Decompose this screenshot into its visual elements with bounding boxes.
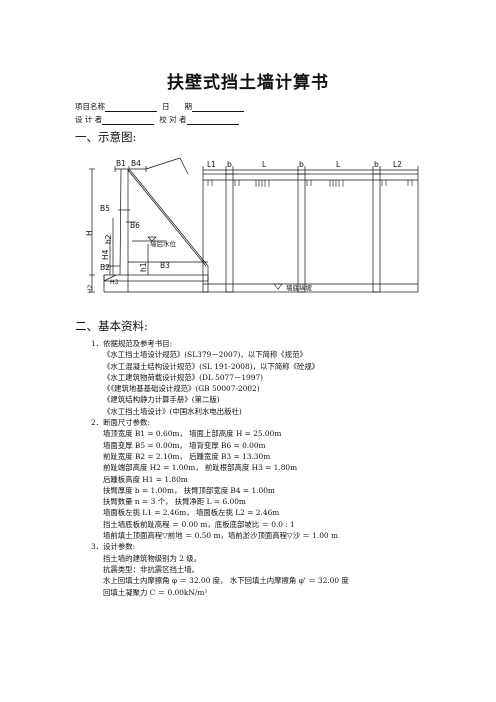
label-h2: h2 [104,234,113,244]
content-line: 挡土墙底板前趾高程 ＝ 0.00 m，底板底部坡比 ＝ 0.0 : 1 [103,519,295,529]
label-l1: L1 [207,160,216,169]
label-h: H [85,230,94,236]
content-line: 扶臂厚度 b = 1.00m， 扶臂顶部宽度 B4 = 1.00m [103,485,275,495]
label-b1: B1 [116,159,126,168]
plan-hatching [207,180,413,187]
label-b-1: b [227,160,232,169]
page-title: 扶壁式挡土墙计算书 [167,73,329,93]
content-line: 前趾宽度 B2 = 2.10m， 后踵宽度 B3 = 13.30m [103,451,271,461]
label-b5: B5 [100,204,110,213]
slope-marker-icon [273,283,283,290]
content-line: 墙面变厚 B5 = 0.00m， 墙背变厚 B6 = 0.00m [103,440,266,450]
section-heading-diagram: 一、示意图: [75,130,137,144]
content-line: 3．设计参数: [91,542,136,552]
content-line: 墙顶宽度 B1 = 0.60m， 墙面上部高度 H = 25.00m [103,429,282,439]
content-line: 1．依据规范及参考书目: [91,339,173,348]
content-line: 后踵板高度 H1 = 1.80m [103,474,188,484]
meta-row-1: 项目名称 日 期 [75,101,249,112]
label-water-level: 墙后水位 [150,239,177,248]
content-line: 《水工混凝土结构设计规范》(SL 191-2008)，以下简称《砼规》 [103,361,320,371]
checker-label: 校 对 者 [159,115,187,124]
content-line: 水上回填土内摩擦角 φ ＝ 32.00 度， 水下回填土内摩擦角 φ' ＝ 32… [103,576,349,586]
designer-field [102,116,155,125]
content-line: 扶臂数量 n = 3 个， 扶臂净距 L = 6.00m [103,497,246,507]
label-b3: B3 [160,261,170,270]
content-line: 抗震类型：非抗震区挡土墙。 [103,564,200,574]
date-field [192,103,244,112]
project-name-label: 项目名称 [75,102,105,111]
label-b-2: b [299,160,304,169]
label-l-2: L [336,160,341,169]
label-b-3: b [374,160,379,169]
date-label: 日 期 [162,102,192,111]
designer-label: 设 计 者 [75,115,103,124]
content-line: 回填土凝聚力 C ＝ 0.00kN/m² [103,587,208,597]
content-line: 墙前填土顶面高程▽前地 ＝ 0.50 m，墙前淤沙顶面高程▽沙 ＝ 1.00 m [103,531,338,541]
content-line: 前趾端部高度 H2 = 1.00m， 前趾根部高度 H3 = 1.80m [103,463,298,473]
content-line: 《《建筑地基基础设计规范》(GB 50007-2002) [103,384,260,394]
label-l-1: L [262,160,267,169]
project-name-field [105,103,157,112]
cross-section [89,157,209,293]
label-b4: B4 [131,159,141,168]
basic-data-content: 1．依据规范及参考书目: 《水工挡土墙设计规范》(SL379－2007)，以下简称… [88,338,418,598]
label-h2-lower: H2 [87,284,94,293]
content-line: 《水工建筑物荷载设计规范》(DL 5077－1997) [103,372,264,382]
content-line: 挡土墙的建筑物级别为 2 级。 [103,553,202,563]
content-line: 墙面板左挑 L1 = 2.46m， 墙面板左挑 L2 = 2.46m [103,508,280,518]
content-line: 《建筑结构静力计算手册》(第二版) [103,395,220,405]
retaining-wall-diagram: B1 B4 B5 B6 H h2 H4 B2 H3 H2 h1 B3 墙后水位 [85,157,419,302]
checker-field [186,116,239,125]
meta-row-2: 设 计 者校 对 者 [75,114,244,125]
label-h4: H4 [101,249,110,260]
content-line: 2．断面尺寸参数: [91,418,150,428]
content-line: 《水工挡土墙设计》(中国水利水电出版社) [103,406,242,416]
label-h3: H3 [110,279,119,286]
section-heading-basic-data: 二、基本资料: [75,319,148,333]
label-h1: h1 [139,262,148,272]
label-b6: B6 [130,221,140,230]
label-l2: L2 [393,160,402,169]
label-bottom-slope: 墙底纵坡 [286,283,313,292]
content-line: 《水工挡土墙设计规范》(SL379－2007)，以下简称《规范》 [103,350,307,360]
label-b2: B2 [100,263,110,272]
